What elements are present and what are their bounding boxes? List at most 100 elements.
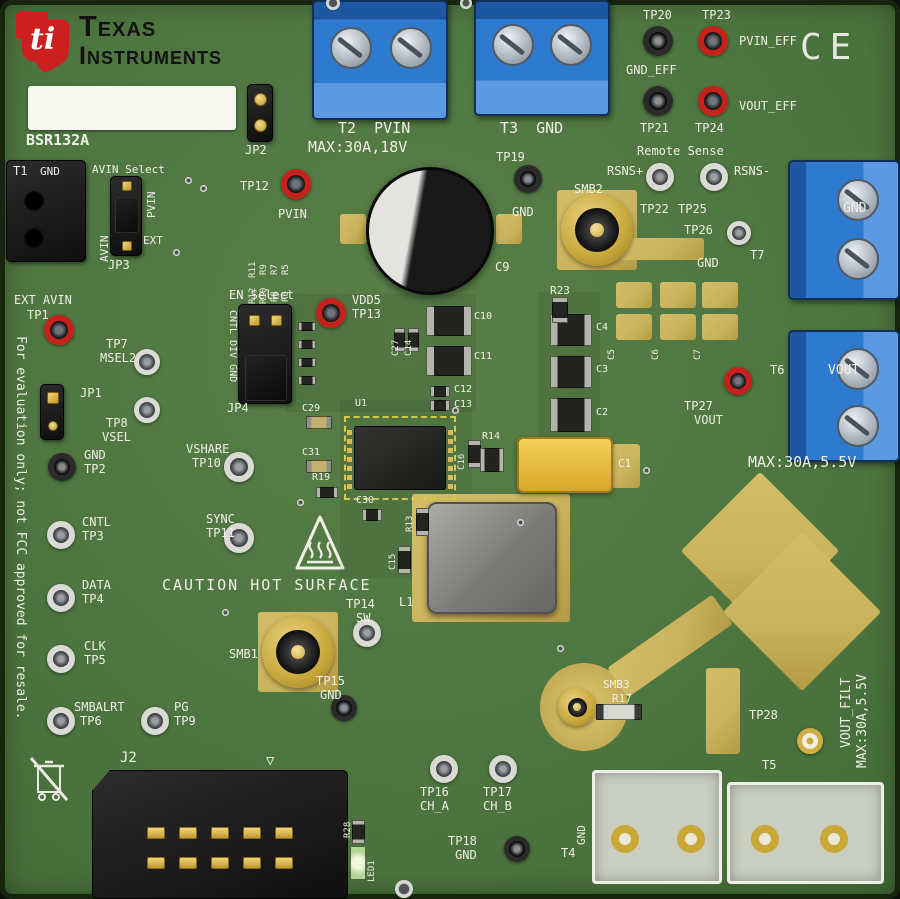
vout-filt-label: VOUT_FILT [839, 677, 854, 748]
tp16-label: TP16 [420, 785, 449, 799]
led1 [350, 846, 366, 880]
jp1-jumper-pin [47, 392, 59, 404]
t7-terminal [788, 160, 900, 300]
t4-connector [592, 770, 722, 884]
vout-filt-max-label: MAX:30A,5.5V [855, 674, 870, 768]
r23-label: R23 [550, 284, 570, 297]
jp4-pins-label: CNTL DIV GND [227, 310, 238, 383]
pad-grid-6 [702, 314, 738, 340]
pad-grid-2 [660, 282, 696, 308]
t7-gnd-label: GND [843, 201, 867, 216]
tp8-label: TP8 [106, 416, 128, 430]
tp19-gnd-label: GND [512, 205, 534, 219]
tp4 [47, 584, 75, 612]
c16-label: C16 [457, 453, 467, 470]
tp18 [504, 836, 530, 862]
tp25 [700, 163, 728, 191]
rbank-3 [298, 358, 316, 367]
tp11-label: TP11 [206, 526, 235, 540]
rsns-plus-label: RSNS+ [607, 164, 644, 178]
j2-pin [243, 857, 261, 869]
jp3-pvin-label: PVIN [145, 191, 158, 219]
c31-capacitor [306, 460, 332, 473]
t7-label: T7 [750, 248, 765, 262]
r5-label: R5 [281, 264, 291, 275]
j2-pin [211, 827, 229, 839]
r13-resistor [416, 508, 429, 536]
c4-label: C4 [596, 322, 609, 333]
tp20 [643, 26, 673, 56]
tp23-pvin-eff-label: PVIN_EFF [739, 34, 797, 48]
tp14-sw-label: SW [356, 611, 371, 625]
pad-c1-right [612, 444, 640, 488]
c14-label: C14 [404, 339, 414, 356]
tp28 [797, 728, 823, 754]
jp3-pin [122, 181, 132, 191]
caution-label: CAUTION HOT SURFACE [162, 576, 372, 594]
c30-capacitor [362, 509, 382, 521]
tp26-label: TP26 [684, 223, 713, 237]
tp1 [44, 315, 74, 345]
smb3-label: SMB3 [603, 678, 630, 691]
tp25-label: TP25 [678, 202, 707, 216]
tp27 [724, 367, 752, 395]
via-9 [556, 644, 564, 652]
tp21-label: TP21 [640, 121, 669, 135]
c13-label: C13 [454, 399, 473, 410]
pad-grid-1 [616, 282, 652, 308]
tp16 [430, 755, 458, 783]
t2-terminal-screw [330, 27, 372, 69]
tp13-vdd5-label: VDD5 [352, 293, 381, 307]
tp10-label: TP10 [192, 456, 221, 470]
jp2-label: JP2 [245, 143, 267, 157]
j2-pin [211, 857, 229, 869]
tp28-label: TP28 [749, 708, 778, 722]
smb1-label: SMB1 [229, 647, 258, 661]
r23-resistor [552, 297, 568, 323]
c1-label: C1 [618, 457, 632, 470]
tp19-label: TP19 [496, 150, 525, 164]
u1-pins-left [347, 430, 352, 490]
pad-t5-bar [706, 668, 740, 754]
tp23 [698, 26, 728, 56]
t7-terminal-screw [837, 179, 879, 221]
pad-grid-4 [616, 314, 652, 340]
t4-connector-pin [677, 825, 705, 853]
tp20-label: TP20 [643, 8, 672, 22]
tp10-vshare-label: VSHARE [186, 442, 230, 456]
t6-terminal [788, 330, 900, 462]
jp4-pin [249, 315, 260, 326]
t3-terminal [474, 0, 610, 116]
t2-max-label: MAX:30A,18V [308, 138, 408, 156]
t6-label: T6 [770, 363, 785, 377]
t2-terminal [312, 0, 448, 120]
u1-pins-right [448, 430, 453, 490]
c10-label: C10 [474, 311, 493, 322]
jp3-label: JP3 [108, 258, 130, 272]
t4-gnd-label: GND [575, 825, 588, 845]
j2-pin [179, 857, 197, 869]
part-number: BSR132A [26, 131, 90, 149]
c11-label: C11 [474, 351, 493, 362]
c3-label: C3 [596, 364, 609, 375]
tp11-sync-label: SYNC [206, 512, 235, 526]
c9-capacitor [366, 167, 494, 295]
r7-label: R7 [270, 264, 280, 275]
jp3-ext-label: EXT [143, 234, 163, 247]
r8-label: R8 [270, 291, 280, 302]
t2-pvin-label: T2 PVIN [338, 119, 411, 137]
tp16-cha-label: CH_A [420, 799, 449, 813]
c15-label: C15 [388, 553, 398, 570]
c7-label: C7 [693, 349, 703, 360]
svg-text:ti: ti [30, 22, 55, 57]
smb3-connector [558, 688, 596, 726]
rbank-2 [298, 340, 316, 349]
tp17-chb-label: CH_B [483, 799, 512, 813]
jp4-jumper [238, 304, 292, 404]
jp1-jumper-pad [48, 421, 58, 431]
t1-connector-hole [24, 228, 44, 248]
edge-bite-top-2 [460, 0, 472, 9]
c11-capacitor [426, 346, 472, 376]
tp21 [643, 86, 673, 116]
via-3 [172, 248, 180, 256]
